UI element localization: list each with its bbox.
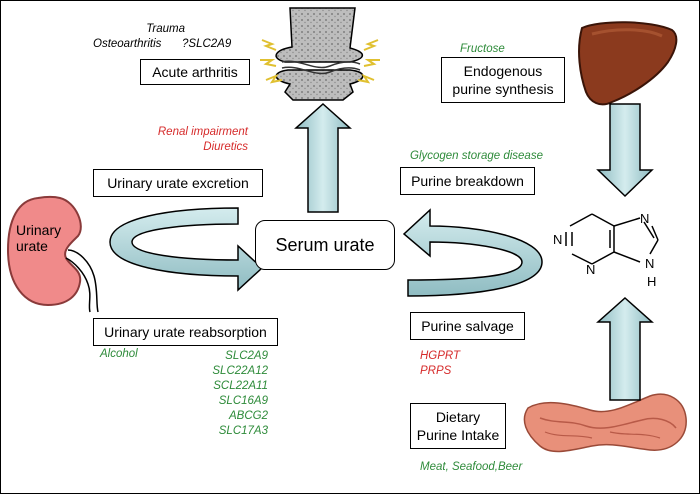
purine-n-bottom-right: N (645, 256, 655, 271)
joint-illustration (260, 7, 380, 101)
dietary-purine-intake-box: Dietary Purine Intake (410, 403, 506, 449)
gene-item: SLC17A3 (218, 425, 268, 437)
dietary-line1: Dietary (435, 409, 481, 425)
liver-illustration (578, 21, 678, 106)
slc2a9-query-note: ?SLC2A9 (182, 38, 232, 50)
serum-urate-box: Serum urate (255, 220, 395, 270)
purine-n-top-right: N (640, 211, 650, 226)
renal-impairment-note: Renal impairment (157, 126, 248, 138)
gene-item: SLC16A9 (218, 395, 268, 407)
curved-arrow-left (109, 207, 264, 292)
serum-urate-label: Serum urate (275, 235, 375, 255)
endogenous-purine-synthesis-box: Endogenous purine synthesis (441, 57, 565, 103)
purine-n-left: N (553, 232, 563, 247)
intestine-illustration (523, 393, 687, 453)
urinary-urate-excretion-box: Urinary urate excretion (93, 169, 263, 197)
trauma-note: Trauma (146, 23, 185, 35)
arrow-up-to-arthritis (294, 102, 352, 213)
dietary-line2: Purine Intake (416, 427, 500, 443)
alcohol-note: Alcohol (100, 348, 138, 360)
gene-item: SLC2A9 (225, 350, 268, 362)
diet-sources-note: Meat, Seafood,Beer (420, 461, 523, 473)
purine-breakdown-box: Purine breakdown (400, 167, 535, 195)
diuretics-note: Diuretics (203, 141, 248, 153)
gene-item: ABCG2 (229, 410, 268, 422)
kidney-label-line1: Urinary (16, 222, 62, 238)
endogenous-line1: Endogenous (463, 63, 543, 79)
purine-salvage-label: Purine salvage (421, 318, 514, 334)
purine-n-bottom: N (586, 262, 596, 277)
purine-salvage-box: Purine salvage (410, 312, 525, 340)
purine-breakdown-label: Purine breakdown (411, 173, 524, 189)
gene-item: SLC22A12 (212, 365, 268, 377)
urinary-excretion-label: Urinary urate excretion (107, 175, 249, 191)
acute-arthritis-box: Acute arthritis (140, 59, 250, 85)
kidney-illustration (6, 195, 99, 313)
kidney-label-line2: urate (16, 238, 48, 254)
curved-arrow-right (402, 208, 543, 297)
purine-h: H (647, 274, 657, 289)
urinary-reabsorption-label: Urinary urate reabsorption (104, 324, 267, 340)
acute-arthritis-label: Acute arthritis (152, 64, 238, 80)
fructose-note: Fructose (460, 43, 505, 55)
arrow-down-from-liver (596, 103, 654, 198)
arrow-up-from-diet (596, 296, 654, 401)
prps-note: PRPS (420, 365, 452, 377)
gene-item: SCL22A11 (213, 380, 268, 392)
kidney-label: Urinary urate (16, 222, 61, 254)
urinary-urate-reabsorption-box: Urinary urate reabsorption (93, 318, 278, 346)
glycogen-storage-note: Glycogen storage disease (410, 150, 543, 162)
hgprt-note: HGPRT (420, 350, 461, 362)
endogenous-line2: purine synthesis (452, 81, 554, 97)
gene-list: SLC2A9 SLC22A12 SCL22A11 SLC16A9 ABCG2 S… (200, 349, 268, 439)
purine-molecule (565, 213, 659, 265)
osteoarthritis-note: Osteoarthritis (93, 38, 162, 50)
